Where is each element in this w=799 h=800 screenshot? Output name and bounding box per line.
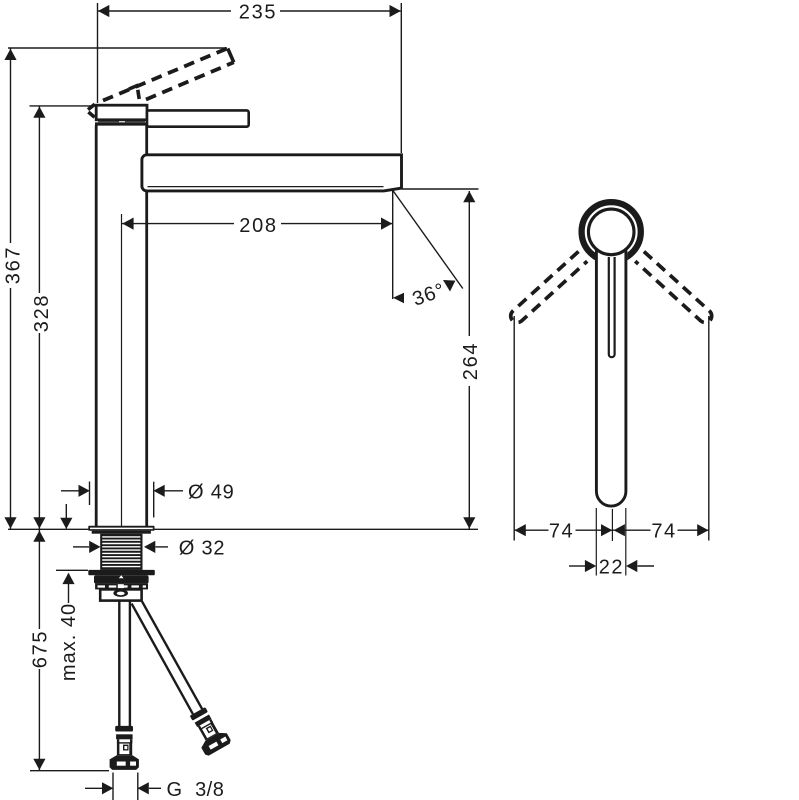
svg-text:Ø 32: Ø 32 <box>179 537 226 559</box>
svg-text:22: 22 <box>599 556 624 578</box>
svg-text:208: 208 <box>239 215 277 237</box>
svg-text:264: 264 <box>460 342 482 380</box>
svg-text:675: 675 <box>30 630 52 668</box>
svg-text:max. 40: max. 40 <box>58 603 80 681</box>
svg-text:367: 367 <box>3 246 25 284</box>
svg-text:74: 74 <box>651 520 676 542</box>
svg-text:36°: 36° <box>410 279 449 311</box>
svg-text:74: 74 <box>549 520 574 542</box>
svg-text:G3/8: G3/8 <box>167 779 225 800</box>
svg-text:Ø 49: Ø 49 <box>188 481 235 503</box>
svg-text:328: 328 <box>31 294 53 332</box>
svg-text:235: 235 <box>239 1 277 23</box>
